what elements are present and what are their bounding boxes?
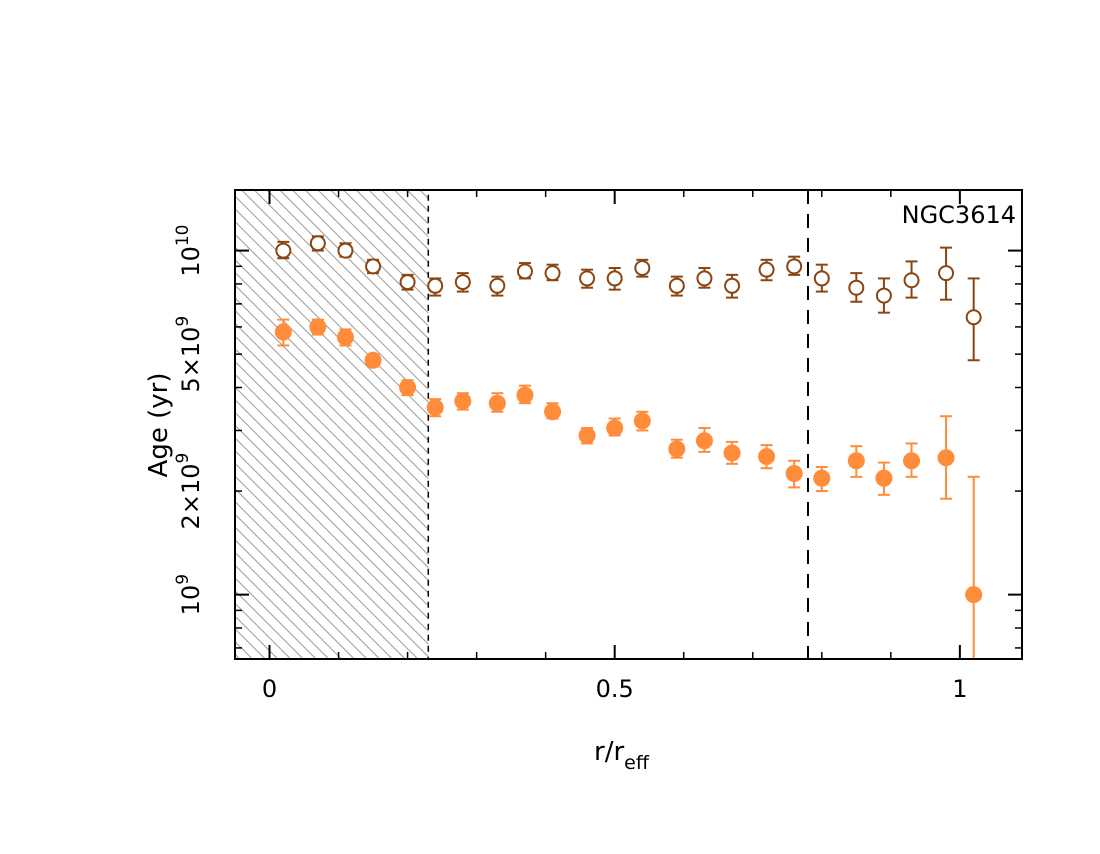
data-point-filled [785,464,803,482]
y-tick-label: 2×109 [173,453,205,530]
data-point-filled [668,440,686,458]
data-point-filled [399,378,417,396]
data-point-filled [274,323,292,341]
data-point-open [516,263,533,280]
data-point-filled [544,403,562,421]
data-point-filled [813,469,831,487]
data-point-filled [426,398,444,416]
series-filled-circle [274,318,983,659]
x-tick-label: 0.5 [596,675,634,703]
data-point-open [275,242,292,259]
data-point-filled [758,448,776,466]
plot-frame [234,189,1023,660]
y-tick-label: 5×109 [173,316,205,393]
data-point-open [337,242,354,259]
data-point-open [427,277,444,294]
y-axis-label: Age (yr) [144,373,174,478]
data-point-open [875,287,892,304]
chart-annotation: NGC3614 [902,201,1016,229]
data-point-open [938,265,955,282]
x-axis-label: r/reff [594,737,650,774]
series-open-circle [275,235,982,362]
data-point-open [399,274,416,291]
data-point-open [903,272,920,289]
ticks-layer: 0 0.5 1 109 2×109 5×109 1010 [173,190,1022,703]
y-tick-label: 1010 [173,224,205,276]
data-point-filled [336,328,354,346]
data-point-open [668,277,685,294]
data-point-filled [309,318,327,336]
data-point-open [758,261,775,278]
data-point-open [965,309,982,326]
data-point-open [724,277,741,294]
data-point-filled [633,412,651,430]
data-point-filled [454,392,472,410]
data-point-filled [847,452,865,470]
data-point-open [544,265,561,282]
data-point-filled [723,444,741,462]
data-point-open [579,270,596,287]
data-point-filled [606,419,624,437]
data-point-filled [875,469,893,487]
data-point-open [813,270,830,287]
x-tick-label: 0 [262,675,277,703]
data-point-open [489,277,506,294]
x-axis-label-sub: eff [624,752,650,774]
data-point-filled [488,394,506,412]
data-point-open [606,270,623,287]
data-point-open [786,258,803,275]
data-point-filled [364,351,382,369]
data-point-open [454,274,471,291]
data-point-filled [937,449,955,467]
data-point-open [696,270,713,287]
data-point-open [365,258,382,275]
x-tick-label: 1 [952,675,967,703]
data-point-filled [903,452,921,470]
data-point-open [634,259,651,276]
y-tick-label: 109 [173,574,205,615]
svg-text:r/reff: r/reff [594,737,650,774]
data-point-filled [965,586,983,604]
data-point-open [309,235,326,252]
x-axis-label-main: r/r [594,737,624,767]
data-point-open [848,279,865,296]
data-point-filled [516,386,534,404]
excluded-region-hatch [235,190,429,659]
data-point-filled [578,427,596,445]
series-layer [274,235,983,659]
data-point-filled [695,432,713,450]
